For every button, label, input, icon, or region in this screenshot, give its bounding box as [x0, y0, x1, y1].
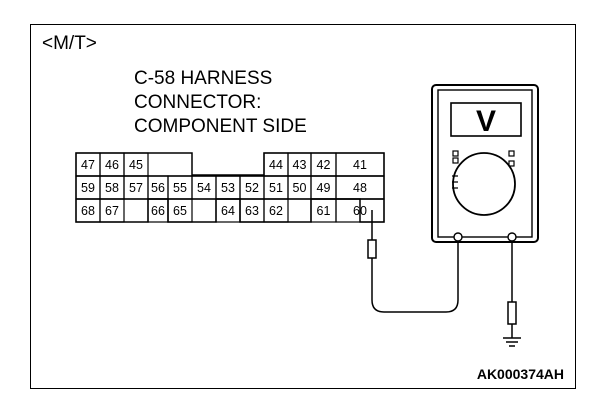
pin-cell: [263, 198, 289, 223]
pin-number: 67: [105, 204, 119, 218]
pin-number: 48: [353, 181, 367, 195]
pin-number: 49: [317, 181, 331, 195]
pin-number: 41: [353, 158, 367, 172]
pin-number: 64: [221, 204, 235, 218]
pin-number: 55: [173, 181, 187, 195]
pin-cell: [167, 198, 193, 223]
pin-number: 54: [197, 181, 211, 195]
meter-range-marks: [452, 150, 515, 189]
pin-number: 59: [81, 181, 95, 195]
pin-number: 61: [317, 204, 331, 218]
pin-number: 65: [173, 204, 187, 218]
pin-number: 60: [353, 204, 367, 218]
pin-number: 46: [105, 158, 119, 172]
pin-number: 51: [269, 181, 283, 195]
multimeter: V: [431, 84, 539, 243]
pin-cell: [335, 198, 385, 223]
connector-title: C-58 HARNESS CONNECTOR: COMPONENT SIDE: [134, 67, 307, 139]
pin-cell: [99, 198, 125, 223]
pin-number: 62: [269, 204, 283, 218]
pin-number: 58: [105, 181, 119, 195]
transmission-variant-label: <M/T>: [42, 33, 97, 54]
connector-title-line-3: COMPONENT SIDE: [134, 116, 307, 137]
pin-number: 63: [245, 204, 259, 218]
meter-display: [450, 102, 522, 137]
pin-number: 66: [151, 204, 165, 218]
connector-pin-grid: 47 46 45 44 43 42 41 59 58 57 56 55 54 53 52 51 50 49 48 68…: [75, 152, 385, 223]
ground-probe-tip: [507, 301, 517, 325]
positive-lead: [371, 241, 459, 313]
pin-number: 43: [293, 158, 307, 172]
meter-rotary-dial: [452, 152, 516, 216]
pin-number: 47: [81, 158, 95, 172]
meter-com-terminal: [453, 232, 463, 242]
test-leads: [367, 210, 521, 347]
pin-number: 57: [129, 181, 143, 195]
voltage-symbol: V: [476, 105, 496, 138]
figure-code: AK000374AH: [476, 366, 564, 382]
pin-number: 52: [245, 181, 259, 195]
pin-number: 56: [151, 181, 165, 195]
connector-title-line-2: CONNECTOR:: [134, 92, 262, 113]
pin-number: 53: [221, 181, 235, 195]
pin-number: 44: [269, 158, 283, 172]
pin-number: 68: [81, 204, 95, 218]
connector-title-line-1: C-58 HARNESS: [134, 68, 273, 89]
positive-probe-tip: [367, 239, 377, 259]
pin-number: 45: [129, 158, 143, 172]
meter-v-terminal: [507, 232, 517, 242]
ground-symbol: [503, 337, 521, 347]
pin-number: 50: [293, 181, 307, 195]
pin-number: 42: [317, 158, 331, 172]
